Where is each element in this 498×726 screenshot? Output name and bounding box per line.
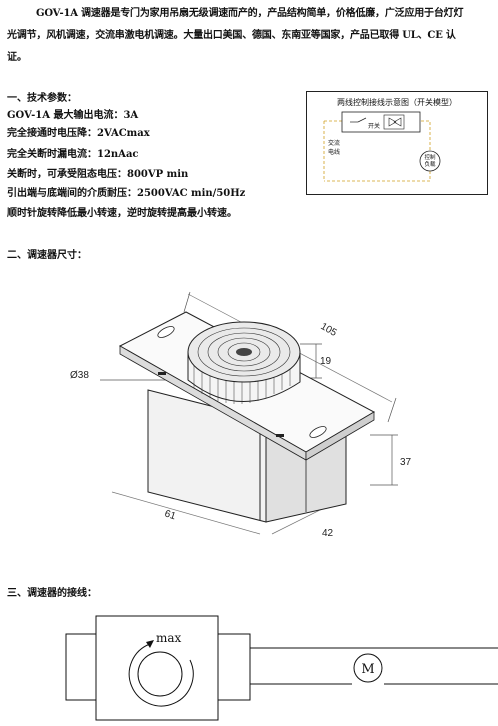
- dim-knob-h: 19: [320, 356, 332, 367]
- dim-width: 42: [322, 528, 334, 539]
- wiring-schematic: 两线控制接线示意图（开关模型） 开关 交流 电线 控制 负载: [306, 91, 488, 195]
- intro-line-1: GOV-1A 调速器是专门为家用吊扇无级调速而产的，产品结构简单，价格低廉，广泛…: [36, 8, 464, 19]
- load-label-1: 控制: [424, 153, 436, 161]
- section-title-dimensions: 二、调速器尺寸：: [7, 250, 87, 261]
- dim-depth: 61: [163, 508, 177, 522]
- max-label: max: [156, 631, 182, 645]
- dim-length: 105: [319, 321, 339, 339]
- rotation-arrow-icon: [128, 643, 194, 707]
- motor-icon: [353, 653, 383, 683]
- dim-knob-d: Ø38: [70, 370, 89, 381]
- motor-label: M: [361, 662, 374, 677]
- intro-line-2: 光调节，风机调速，交流串激电机调速。大量出口美国、德国、东南亚等国家，产品已取得…: [7, 30, 456, 41]
- spec-line-6: 顺时针旋转降低最小转速，逆时旋转提高最小转速。: [7, 208, 237, 219]
- section-title-specs: 一、技术参数：: [7, 93, 77, 104]
- wiring-drawing: max M: [65, 615, 498, 721]
- knob-dial[interactable]: [137, 651, 183, 697]
- load-icon: [419, 150, 441, 172]
- spec-line-1: GOV-1A 最大输出电流：3A: [7, 110, 139, 121]
- switch-label: 开关: [368, 122, 380, 130]
- dim-height: 37: [400, 457, 412, 468]
- spec-line-3: 完全关断时漏电流：12nAac: [7, 149, 139, 160]
- section-title-wiring: 三、调速器的接线：: [7, 588, 97, 599]
- spec-line-4: 关断时，可承受阻态电压：800VP min: [7, 169, 189, 180]
- ac-label-1: 交流: [328, 139, 340, 147]
- schematic-title: 两线控制接线示意图（开关模型）: [337, 97, 457, 107]
- load-label-2: 负载: [424, 160, 436, 168]
- dimension-drawing: 105 37 19 Ø38 61 42: [70, 291, 412, 539]
- spec-line-2: 完全接通时电压降：2VACmax: [7, 128, 150, 139]
- ac-label-2: 电线: [328, 148, 340, 156]
- intro-line-3: 证。: [7, 52, 27, 63]
- spec-line-5: 引出端与底端间的介质耐压：2500VAC min/50Hz: [7, 188, 246, 199]
- switch-module: [341, 111, 421, 133]
